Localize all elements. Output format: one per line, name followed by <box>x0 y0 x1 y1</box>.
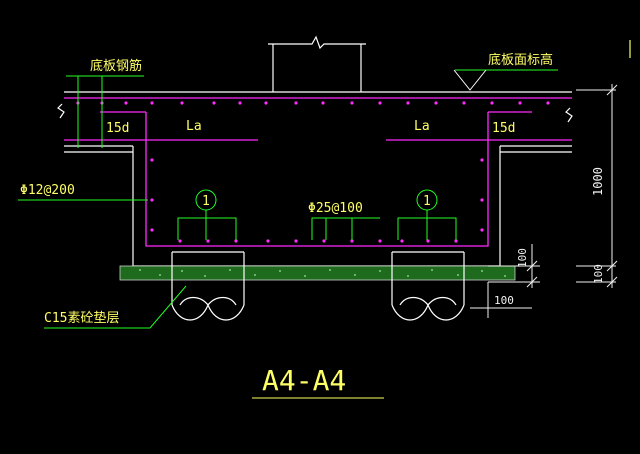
anchor-left-label: 15d <box>106 121 129 136</box>
la-left-label: La <box>186 119 202 134</box>
la-right-label: La <box>414 119 430 134</box>
column-stub <box>268 35 366 92</box>
dim-100-c-label: 100 <box>494 294 514 307</box>
dimension-lines <box>470 84 618 318</box>
dim-100-b-label: 100 <box>516 248 529 268</box>
dim-100-a-label: 100 <box>592 264 605 284</box>
marker-2: 1 <box>423 194 431 209</box>
pad-label: C15素砼垫层 <box>44 310 119 326</box>
bottom-rebar-label: 底板钢筋 <box>90 58 142 74</box>
bar-mid-label: Φ25@100 <box>308 201 363 216</box>
section-title: A4-A4 <box>262 364 346 397</box>
dim-1000-label: 1000 <box>591 167 605 196</box>
rebar-cage <box>64 97 572 247</box>
bar-left-label: Φ12@200 <box>20 183 75 198</box>
rebar-dots <box>76 101 550 243</box>
anchor-right-label: 15d <box>492 121 515 136</box>
bottom-elevation-label: 底板面标高 <box>488 52 553 68</box>
marker-1: 1 <box>202 194 210 209</box>
pile-right <box>391 251 465 321</box>
pile-left <box>171 251 245 321</box>
concrete-pad <box>119 265 516 281</box>
marker-frames <box>177 189 457 240</box>
leader-lines <box>18 69 558 329</box>
